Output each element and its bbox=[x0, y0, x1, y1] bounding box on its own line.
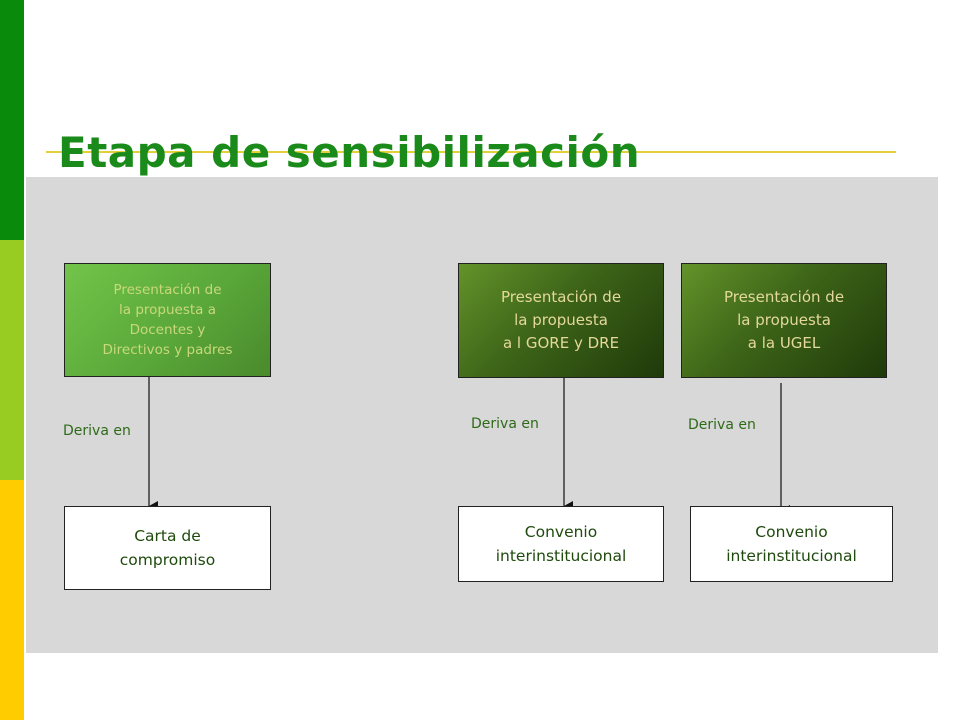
accent-stripe-yellow bbox=[0, 480, 24, 720]
title-underline bbox=[46, 151, 896, 153]
result-box-carta: Carta de compromiso bbox=[64, 506, 271, 590]
result-box-convenio-1: Convenio interinstitucional bbox=[458, 506, 664, 582]
edge-label-1: Deriva en bbox=[63, 423, 131, 439]
accent-stripe-lime bbox=[0, 240, 24, 480]
step-box-gore-dre: Presentación de la propuesta a l GORE y … bbox=[458, 263, 664, 378]
edge-label-3: Deriva en bbox=[688, 417, 756, 433]
step-box-ugel: Presentación de la propuesta a la UGEL bbox=[681, 263, 887, 378]
step-box-docentes: Presentación de la propuesta a Docentes … bbox=[64, 263, 271, 377]
edge-label-2: Deriva en bbox=[471, 416, 539, 432]
accent-stripe-green bbox=[0, 0, 24, 240]
result-box-convenio-2: Convenio interinstitucional bbox=[690, 506, 893, 582]
slide-title: Etapa de sensibilización bbox=[58, 128, 641, 177]
